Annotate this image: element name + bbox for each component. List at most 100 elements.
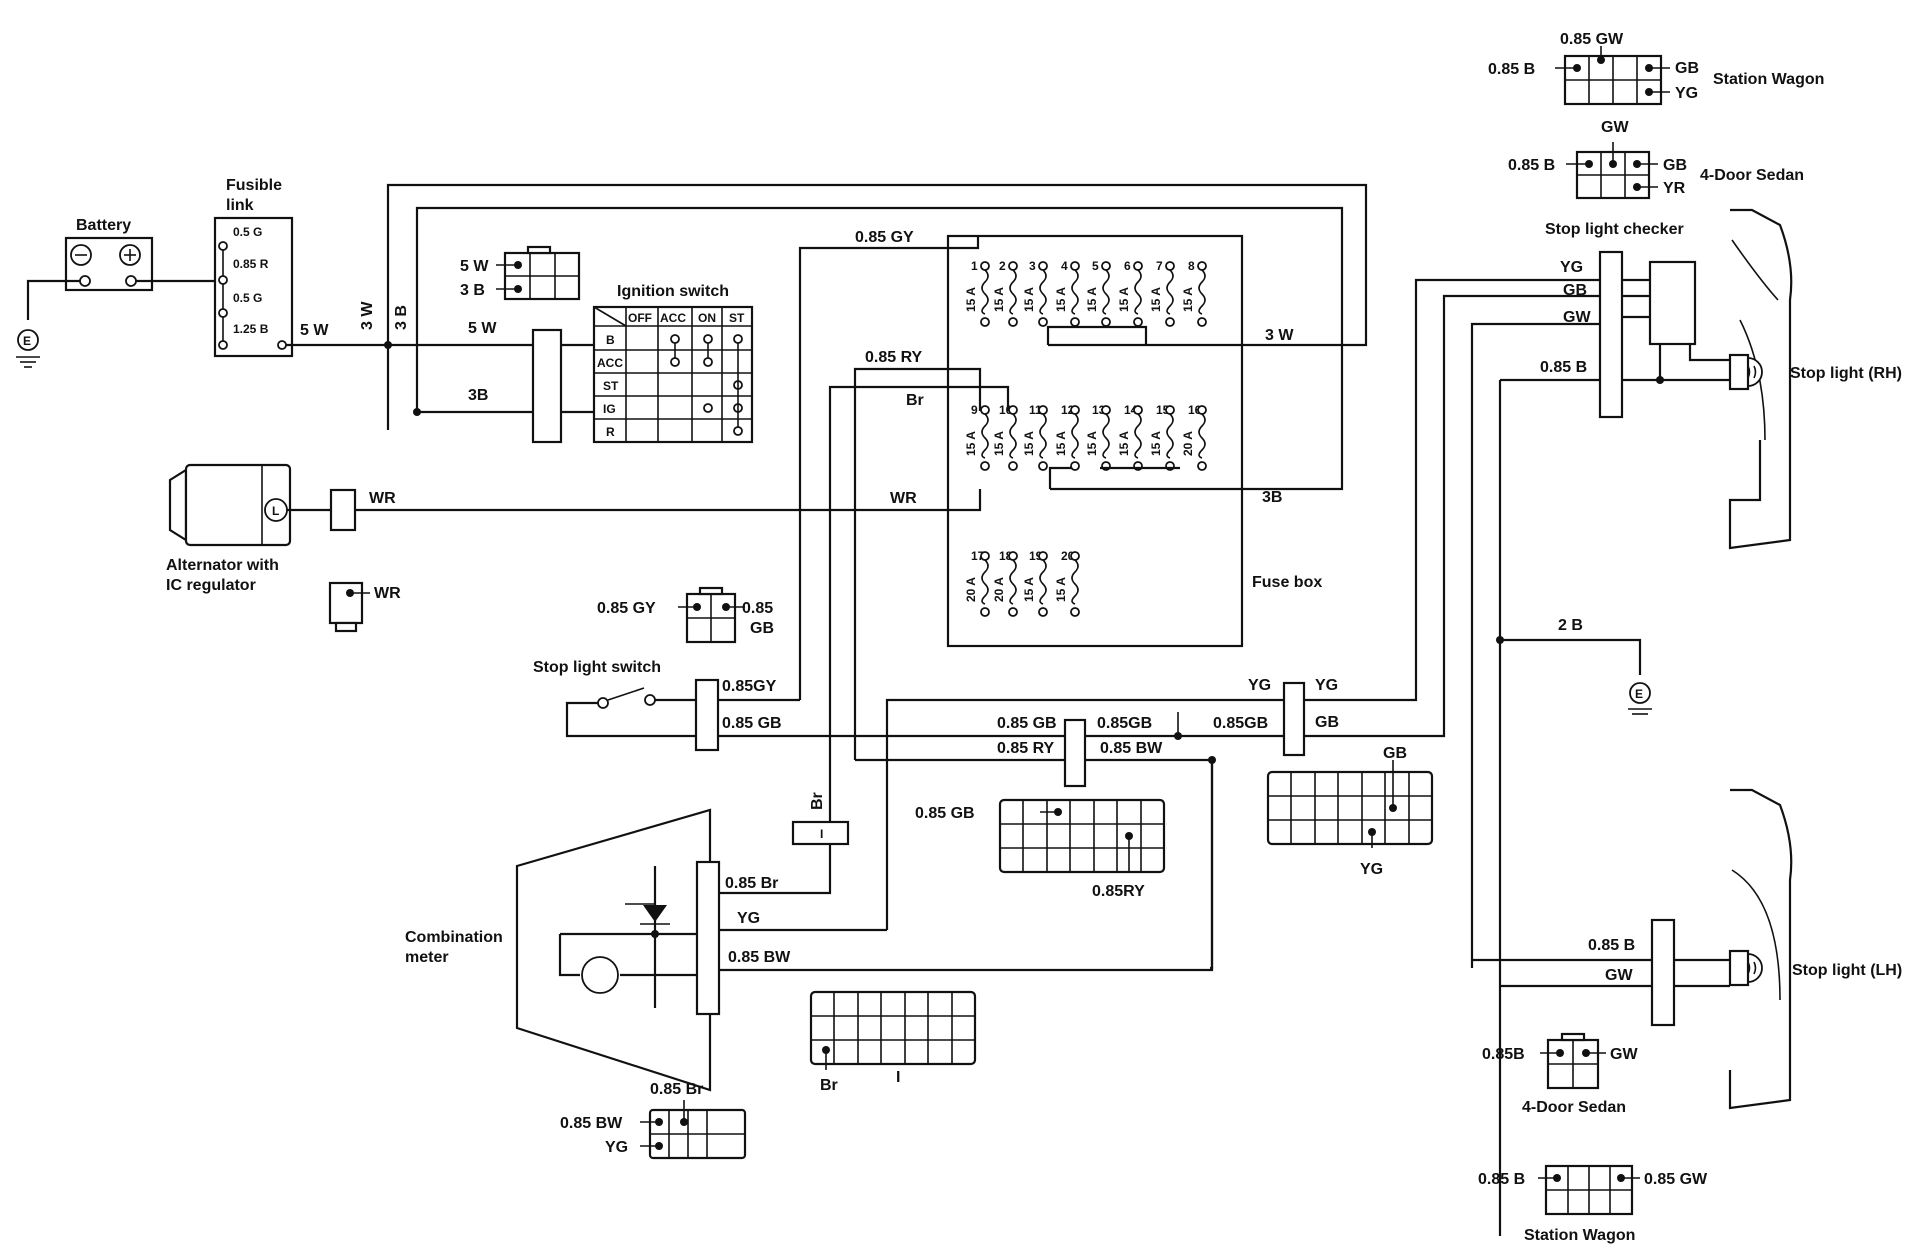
svg-text:0.85 GW: 0.85 GW: [1560, 31, 1624, 48]
station-wagon-label-top: Station Wagon: [1713, 71, 1824, 88]
ground-symbol-left: E: [16, 329, 40, 368]
svg-text:YG: YG: [605, 1139, 628, 1156]
fuse-number: 1: [971, 259, 978, 273]
fuse-rating: 15 A: [1054, 287, 1068, 312]
svg-text:0.85GB: 0.85GB: [1213, 715, 1268, 732]
svg-text:I: I: [896, 1069, 900, 1086]
four-door-sedan-label-bottom: 4-Door Sedan: [1522, 1099, 1626, 1116]
svg-text:B: B: [606, 333, 615, 347]
connector-5w-3b: 5 W 3 B: [460, 245, 581, 301]
fuse-number: 15: [1156, 403, 1170, 417]
stop-light-checker: [1648, 260, 1697, 346]
svg-text:2 B: 2 B: [1558, 617, 1583, 634]
fuse-rating: 15 A: [1022, 577, 1036, 602]
ignition-switch-label: Ignition switch: [617, 283, 729, 300]
fuse-4: 4 15 A: [1054, 259, 1080, 327]
fuse-rating: 15 A: [1181, 287, 1195, 312]
connector-sedan-top: GW 0.85 B GB YR 4-Door Sedan: [1508, 119, 1804, 200]
fuse-number: 13: [1092, 403, 1106, 417]
svg-text:0.85GB: 0.85GB: [1097, 715, 1152, 732]
svg-text:0.85 GB: 0.85 GB: [915, 805, 975, 822]
alternator-label: Alternator with: [166, 557, 279, 574]
connector-gy-gb: 0.85 GY 0.85 GB: [597, 586, 774, 644]
svg-text:meter: meter: [405, 949, 449, 966]
fuse-number: 19: [1029, 549, 1043, 563]
svg-text:L: L: [272, 504, 279, 518]
svg-text:0.85 GB: 0.85 GB: [997, 715, 1057, 732]
fuse-rating: 15 A: [964, 431, 978, 456]
fuse-1: 115 A: [964, 259, 990, 327]
svg-text:3B: 3B: [468, 387, 488, 404]
svg-text:link: link: [226, 197, 254, 214]
connector-sedan-bottom: 0.85B GW 4-Door Sedan: [1482, 1032, 1638, 1116]
svg-text:GB: GB: [1563, 282, 1587, 299]
svg-text:YG: YG: [1560, 259, 1583, 276]
fuse-number: 9: [971, 403, 978, 417]
svg-text:0.85 GW: 0.85 GW: [1644, 1171, 1708, 1188]
connector-bottom-left: 0.85 Br 0.85 BW YG: [560, 1081, 747, 1160]
connector-mid-right: GB YG: [1266, 745, 1434, 878]
connector-mid-left: 0.85 GB 0.85RY: [915, 798, 1166, 900]
stop-light-rh-label: Stop light (RH): [1790, 365, 1902, 382]
ground-symbol-right: E: [1628, 682, 1652, 715]
svg-text:YG: YG: [1248, 677, 1271, 694]
connector-station-wagon-bottom: 0.85 B 0.85 GW Station Wagon: [1478, 1164, 1708, 1244]
svg-text:0.85 BW: 0.85 BW: [560, 1115, 623, 1132]
svg-text:0.85 RY: 0.85 RY: [997, 740, 1055, 757]
fuse-rating: 20 A: [992, 577, 1006, 602]
svg-text:ST: ST: [603, 379, 619, 393]
fusible-link-label: Fusible: [226, 177, 282, 194]
svg-text:0.85 RY: 0.85 RY: [865, 349, 923, 366]
svg-text:GB: GB: [1315, 714, 1339, 731]
svg-text:Br: Br: [809, 792, 826, 810]
fuse-rating: 15 A: [1022, 287, 1036, 312]
svg-text:GB: GB: [1383, 745, 1407, 762]
stop-light-lh-label: Stop light (LH): [1792, 962, 1902, 979]
svg-text:0.5 G: 0.5 G: [233, 225, 262, 239]
stop-light-switch: [565, 687, 696, 738]
fuse-number: 6: [1124, 259, 1131, 273]
svg-text:Br: Br: [820, 1077, 838, 1094]
connector-center: [1063, 718, 1087, 788]
fusible-link: Fusible link 0.5 G 0.85 R 0.5 G 1.25 B: [213, 177, 294, 358]
four-door-sedan-label-top: 4-Door Sedan: [1700, 167, 1804, 184]
fuse-8: 815 A: [1181, 259, 1207, 327]
fuse-number: 17: [971, 549, 985, 563]
svg-text:0.85: 0.85: [742, 600, 773, 617]
fuse-number: 4: [1061, 259, 1068, 273]
svg-text:GW: GW: [1601, 119, 1629, 136]
fuse-rating: 15 A: [1054, 431, 1068, 456]
svg-text:ACC: ACC: [597, 356, 623, 370]
svg-text:GW: GW: [1610, 1046, 1638, 1063]
fuse-number: 14: [1124, 403, 1138, 417]
svg-text:IG: IG: [603, 402, 616, 416]
svg-text:GB: GB: [1675, 60, 1699, 77]
svg-text:ACC: ACC: [660, 311, 686, 325]
svg-text:1.25 B: 1.25 B: [233, 322, 269, 336]
fuse-number: 20: [1061, 549, 1075, 563]
svg-text:3 B: 3 B: [393, 305, 410, 330]
svg-text:0.85 B: 0.85 B: [1508, 157, 1555, 174]
svg-text:YG: YG: [1360, 861, 1383, 878]
svg-text:0.85 B: 0.85 B: [1478, 1171, 1525, 1188]
svg-text:IC regulator: IC regulator: [166, 577, 256, 594]
connector-i: [791, 820, 850, 846]
fuse-box: [946, 234, 1244, 648]
svg-text:ON: ON: [698, 311, 716, 325]
fuse-3: 315 A: [1022, 259, 1048, 327]
fuse-rating: 15 A: [992, 287, 1006, 312]
svg-text:YG: YG: [1675, 85, 1698, 102]
svg-text:0.85 GY: 0.85 GY: [855, 229, 914, 246]
lh-connector: [1650, 918, 1676, 1027]
battery: Battery: [64, 217, 154, 292]
svg-text:YG: YG: [737, 910, 760, 927]
